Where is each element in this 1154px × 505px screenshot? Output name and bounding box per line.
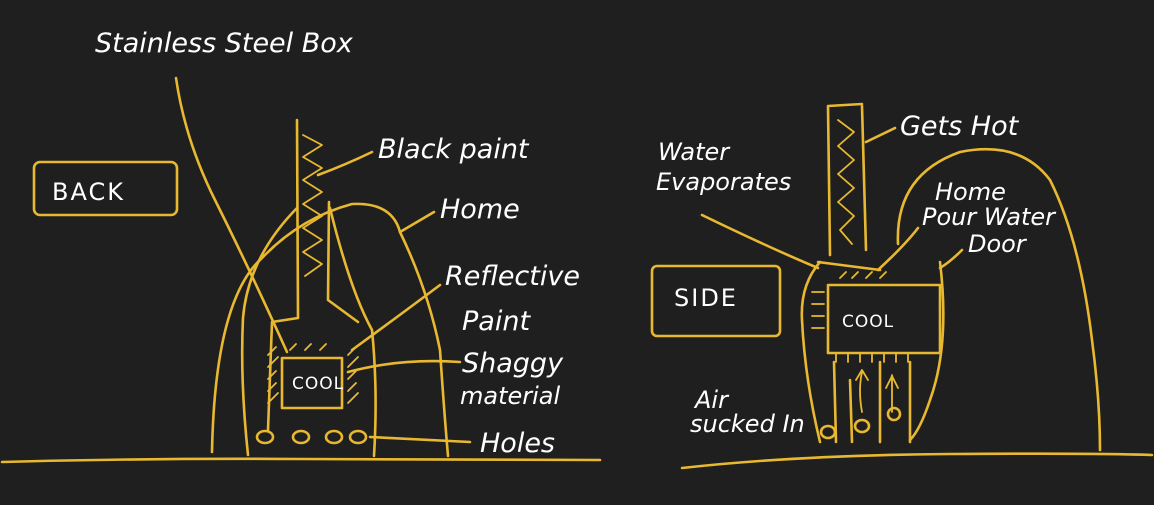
label-pour-water: Pour Water bbox=[922, 203, 1057, 231]
ground-line-right bbox=[680, 452, 1154, 470]
back-title-box bbox=[32, 160, 179, 217]
label-door: Door bbox=[968, 230, 1028, 258]
side-title: SIDE bbox=[674, 284, 738, 312]
label-shaggy-material: material bbox=[460, 382, 561, 410]
label-shaggy: Shaggy bbox=[462, 348, 564, 379]
side-body-outline bbox=[800, 260, 822, 444]
label-holes: Holes bbox=[480, 428, 555, 459]
pointer-holes bbox=[368, 435, 472, 444]
label-evaporates: Evaporates bbox=[656, 168, 791, 196]
cool-box-side bbox=[826, 283, 942, 355]
home-outline-back bbox=[210, 202, 450, 458]
pointer-stainless-steel-box bbox=[174, 76, 289, 354]
back-title: BACK bbox=[52, 178, 125, 206]
side-title-box bbox=[650, 264, 782, 338]
label-black-paint: Black paint bbox=[378, 134, 530, 165]
label-stainless-steel-box: Stainless Steel Box bbox=[95, 28, 354, 59]
home-outline-side bbox=[896, 148, 1102, 452]
hatch-side bbox=[811, 271, 909, 363]
label-sucked-in: sucked In bbox=[690, 410, 805, 438]
home-inner-arch-back bbox=[240, 206, 377, 458]
label-home-back: Home bbox=[440, 194, 520, 225]
chimney-zigzag-side bbox=[837, 119, 855, 245]
pointer-pour-water bbox=[876, 226, 920, 272]
pointer-door bbox=[938, 248, 964, 270]
side-view: SIDE COOL Water Evaporates Gets Hot Home… bbox=[650, 102, 1154, 470]
pointer-reflective-paint bbox=[350, 283, 442, 352]
home-inner-side bbox=[908, 260, 945, 442]
label-home-side: Home bbox=[935, 178, 1006, 206]
air-hole-1 bbox=[819, 424, 837, 440]
holes-back bbox=[255, 429, 368, 445]
label-reflective-paint: Paint bbox=[462, 306, 531, 337]
cool-box-back bbox=[280, 356, 344, 410]
pointer-home-back bbox=[398, 210, 436, 234]
air-channel-side bbox=[832, 360, 912, 444]
pointer-shaggy-material bbox=[346, 359, 462, 374]
airflow-arrow-2 bbox=[885, 374, 899, 413]
label-gets-hot: Gets Hot bbox=[900, 111, 1020, 142]
pointer-black-paint bbox=[316, 150, 374, 177]
cool-label-side: COOL bbox=[842, 312, 894, 332]
label-reflective: Reflective bbox=[445, 261, 580, 292]
label-air: Air bbox=[693, 386, 730, 414]
ground-line-left bbox=[0, 457, 602, 464]
label-water: Water bbox=[658, 138, 731, 166]
chimney-zigzag-back bbox=[302, 134, 323, 277]
pointer-water-evaporates bbox=[700, 213, 820, 270]
air-hole-3 bbox=[886, 406, 902, 422]
pointer-gets-hot bbox=[864, 126, 897, 144]
airflow-arrow-1 bbox=[855, 369, 869, 413]
cool-label-back: COOL bbox=[292, 374, 344, 394]
chimney-side bbox=[816, 102, 882, 272]
air-hole-2 bbox=[853, 418, 871, 434]
back-view: BACK Stainless Steel Box COOL Black pain… bbox=[0, 28, 602, 464]
